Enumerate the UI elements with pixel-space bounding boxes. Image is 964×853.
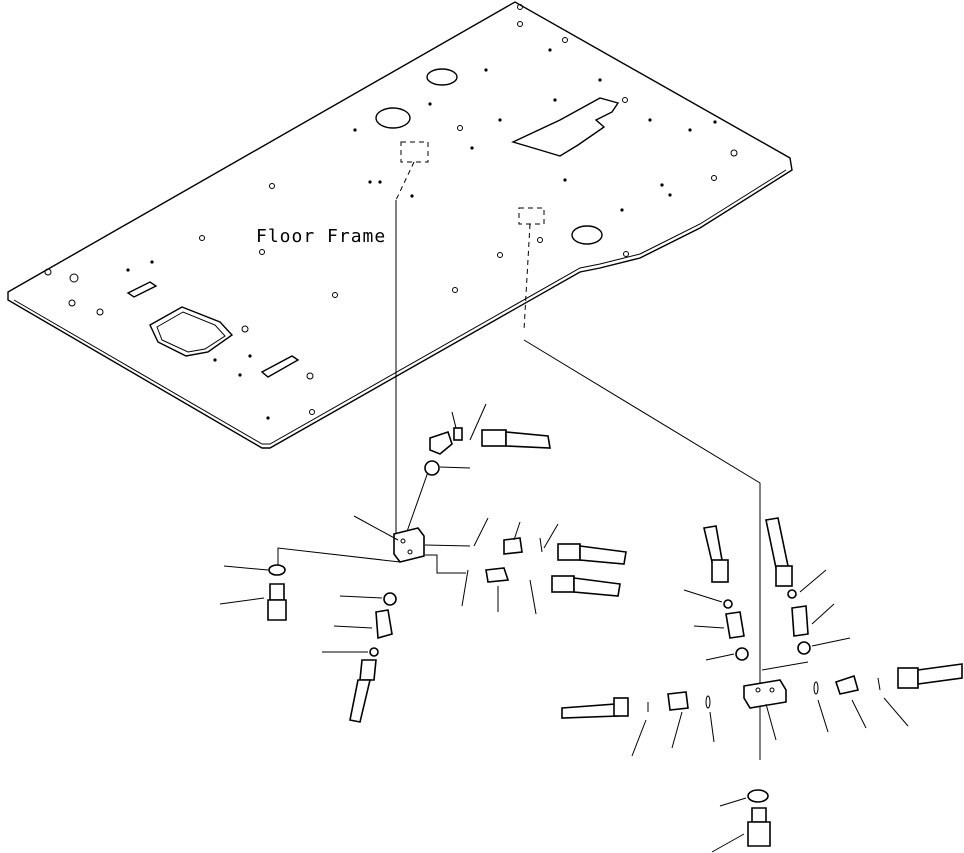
right-hose-up-left [683,525,749,661]
left-junction-block [393,527,425,563]
floor-frame-plate [7,1,793,449]
plate-rivets [126,48,717,420]
connection-lines [277,161,809,760]
left-fitting-low [461,567,510,612]
right-hose-up-right [765,517,851,655]
left-washer [223,564,286,576]
right-lower-right-parts [813,663,963,733]
right-washer-and-bolt [711,789,771,853]
left-bolt [219,583,287,621]
right-junction-block [743,679,787,741]
left-oring-top [424,460,440,476]
plate-holes [44,4,738,415]
left-hose-mid [543,523,627,565]
right-lower-left-parts [561,691,715,757]
left-hose-low [529,575,621,615]
left-fitting-elbow-top [429,403,487,455]
left-hose-top [481,429,551,449]
floor-frame-label: Floor Frame [256,226,386,247]
left-lower-fittings [322,592,397,723]
left-fitting-mid [473,517,543,555]
